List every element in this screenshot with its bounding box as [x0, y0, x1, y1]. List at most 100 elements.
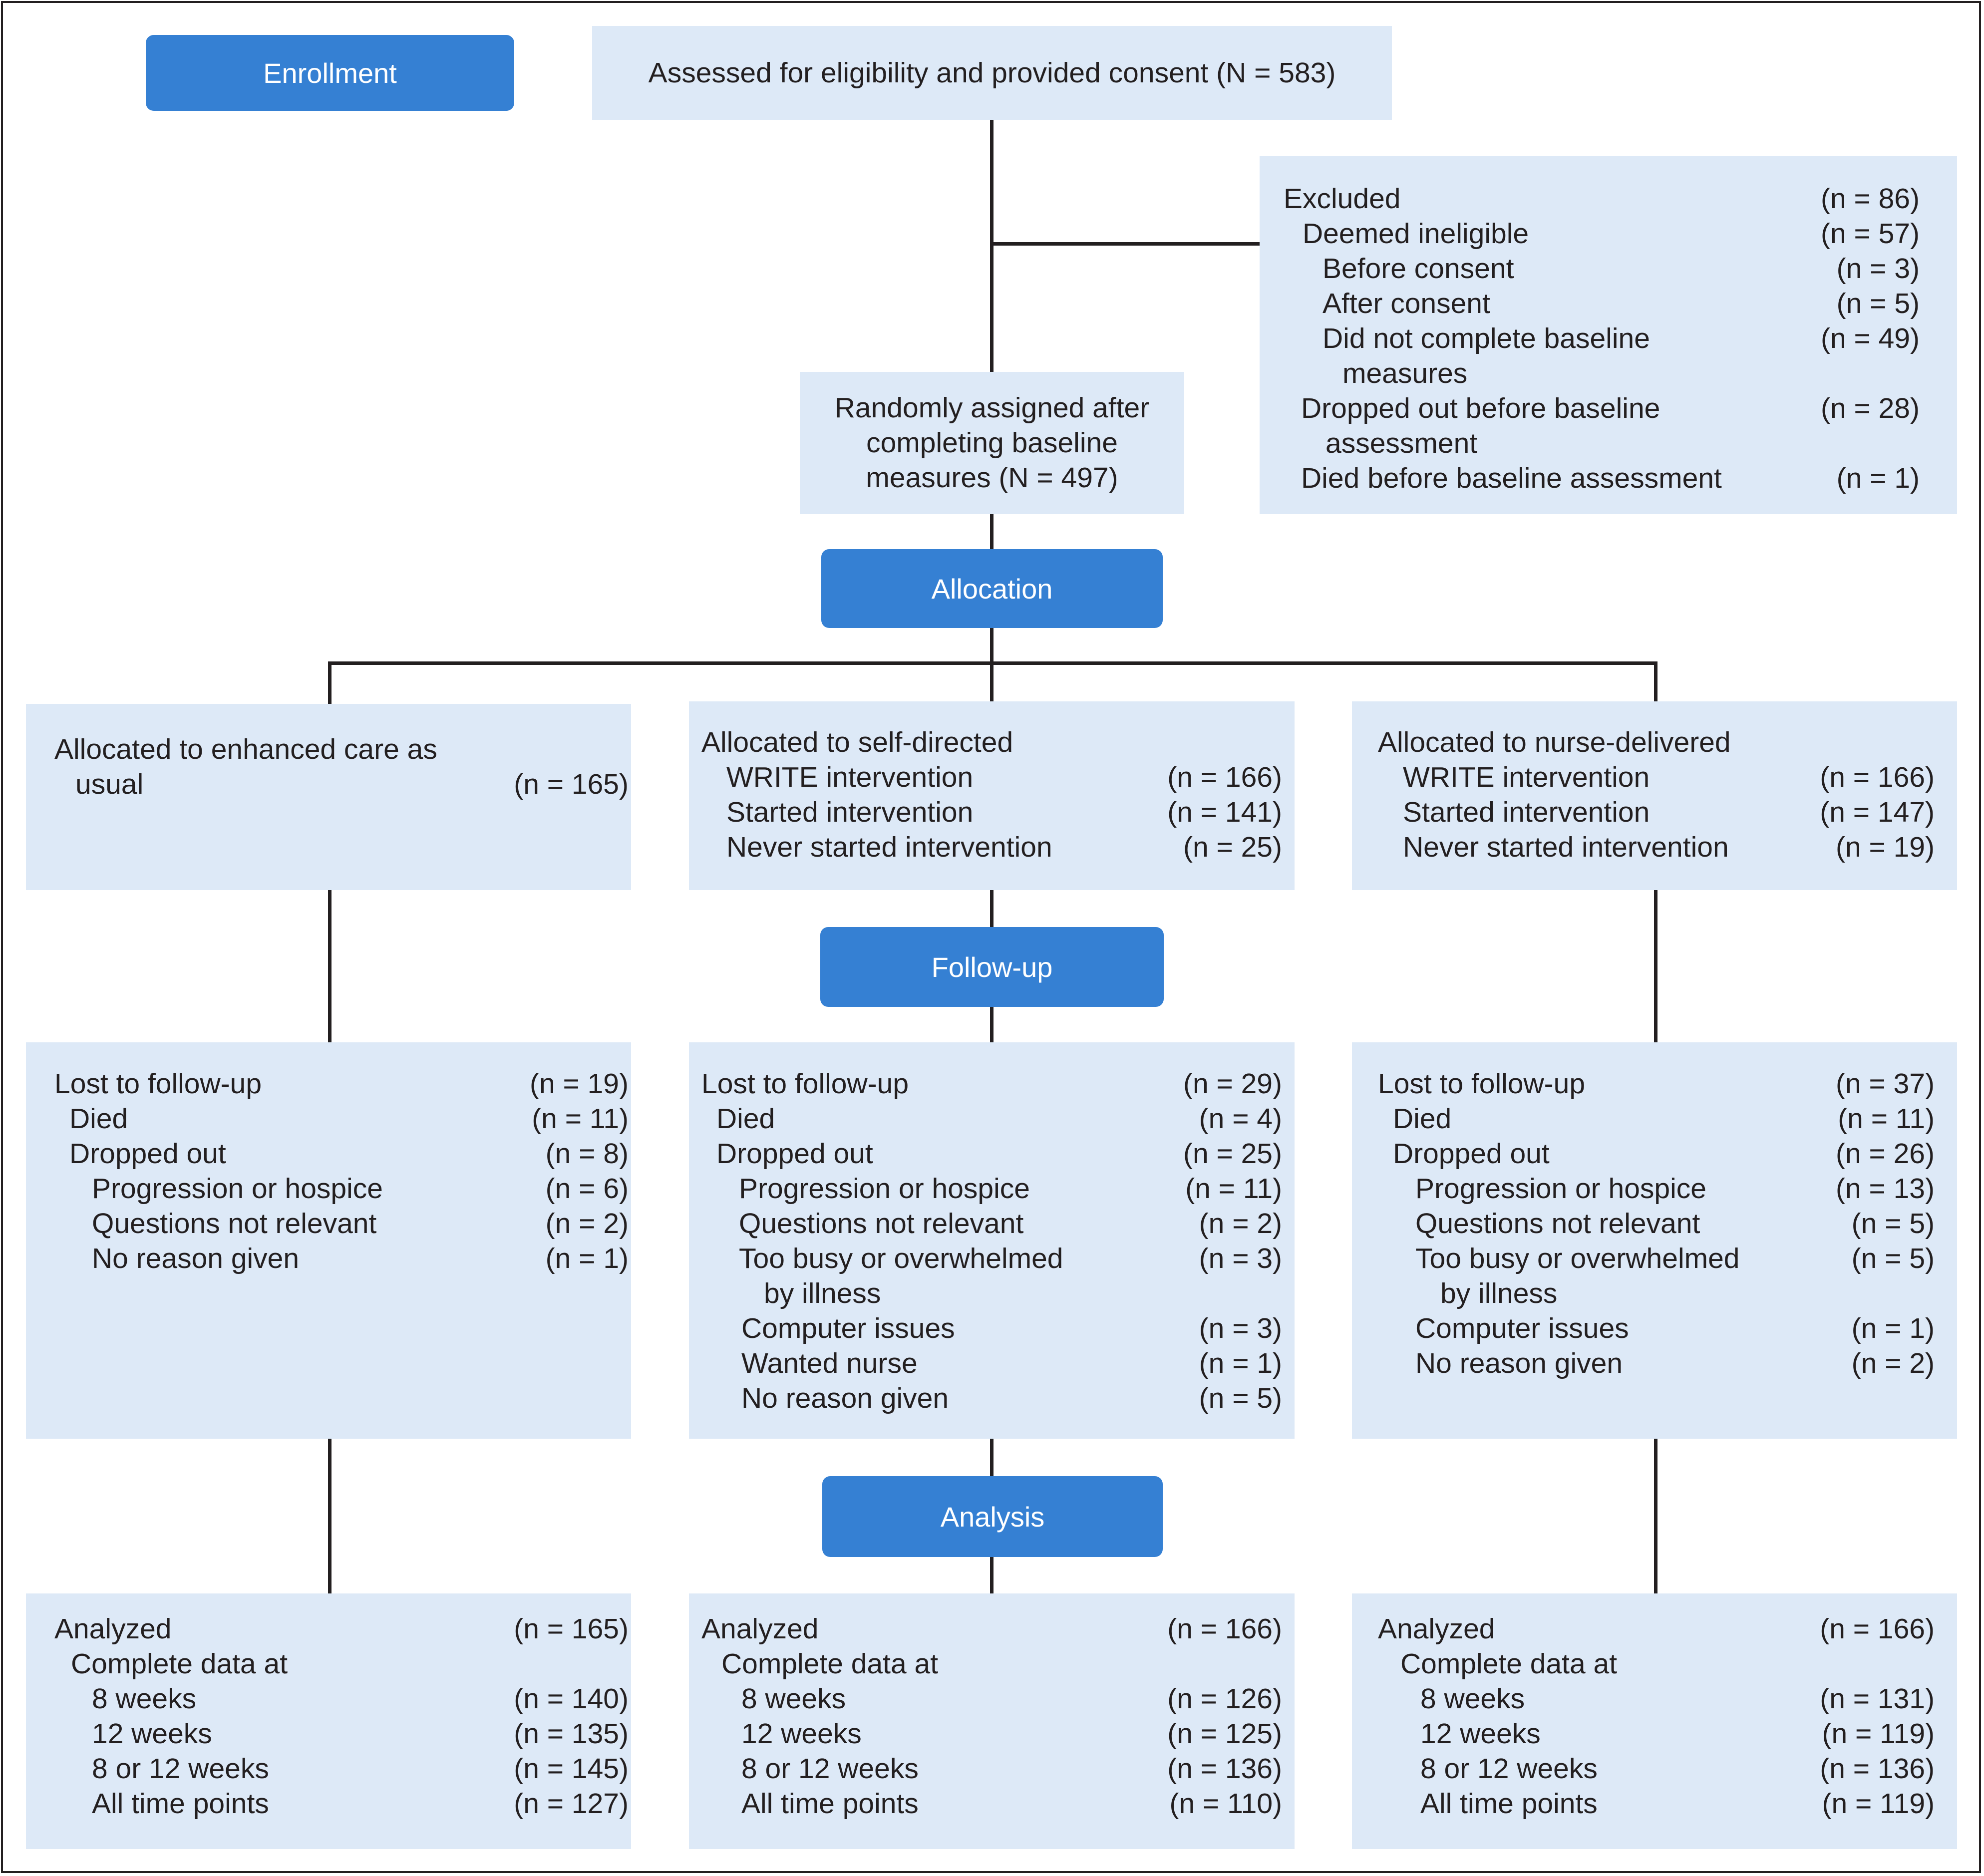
- row-count: (n = 131): [1820, 1683, 1935, 1715]
- list-item: Dropped out(n = 26): [1378, 1136, 1935, 1171]
- row-count: (n = 11): [532, 1103, 629, 1135]
- row-label: Computer issues: [1415, 1312, 1629, 1344]
- row-count: (n = 136): [1820, 1753, 1935, 1785]
- list-item: Never started intervention (n = 19): [1378, 830, 1935, 865]
- list-item: Too busy or overwhelmed(n = 3): [701, 1241, 1282, 1276]
- list-item: Died before baseline assessment(n = 1): [1284, 461, 1920, 496]
- row-count: (n = 166): [1167, 1613, 1282, 1645]
- row-label: Too busy or overwhelmed: [739, 1243, 1063, 1274]
- row-count: (n = 110): [1169, 1788, 1283, 1820]
- row-label: measures: [1342, 357, 1468, 389]
- row-label: Complete data at: [71, 1648, 288, 1680]
- row-label: by illness: [764, 1277, 881, 1309]
- list-item: Wanted nurse(n = 1): [701, 1346, 1282, 1381]
- excluded-box: Excluded(n = 86) Deemed ineligible(n = 5…: [1260, 156, 1957, 514]
- list-item: Allocated to nurse-delivered: [1378, 725, 1935, 760]
- row-label: Allocated to self-directed: [701, 726, 1013, 758]
- row-label: All time points: [92, 1788, 269, 1820]
- connector-randomized-to-allocation: [990, 514, 993, 549]
- stage-enrollment: Enrollment: [146, 35, 514, 111]
- row-label: Never started intervention: [726, 831, 1052, 863]
- row-count: (n = 57): [1820, 218, 1920, 250]
- row-label: Questions not relevant: [1415, 1208, 1700, 1240]
- analysis-middle-list: Analyzed(n = 166) Complete data at 8 wee…: [701, 1611, 1282, 1821]
- list-item: No reason given(n = 5): [701, 1381, 1282, 1416]
- list-item: All time points (n = 119): [1378, 1786, 1935, 1821]
- list-item: After consent(n = 5): [1284, 286, 1920, 321]
- randomized-line-1: Randomly assigned after: [834, 392, 1150, 424]
- row-count: (n = 11): [1185, 1173, 1282, 1205]
- list-item: Excluded(n = 86): [1284, 181, 1920, 216]
- row-label: No reason given: [1415, 1347, 1623, 1379]
- list-item: WRITE intervention (n = 166): [1378, 760, 1935, 795]
- row-label: Started intervention: [726, 796, 974, 828]
- connector-middle-allocated-to-followup-stage: [990, 890, 993, 928]
- excluded-list: Excluded(n = 86) Deemed ineligible(n = 5…: [1284, 181, 1920, 496]
- row-label: Analyzed: [701, 1613, 819, 1645]
- row-label: Progression or hospice: [92, 1173, 383, 1205]
- allocated-self-directed-box: Allocated to self-directed WRITE interve…: [689, 701, 1295, 890]
- row-label: Allocated to nurse-delivered: [1378, 726, 1731, 758]
- row-count: (n = 4): [1199, 1103, 1282, 1135]
- list-item: Analyzed (n = 166): [701, 1611, 1282, 1646]
- list-item: Dropped out(n = 8): [54, 1136, 629, 1171]
- list-item: No reason given(n = 1): [54, 1241, 629, 1276]
- row-count: (n = 166): [1820, 761, 1935, 793]
- row-label: All time points: [1420, 1788, 1598, 1820]
- followup-nurse-delivered-box: Lost to follow-up(n = 37) Died(n = 11) D…: [1352, 1042, 1957, 1439]
- row-count: (n = 1): [1836, 462, 1920, 494]
- row-label: Dropped out: [716, 1138, 873, 1170]
- list-item: Started intervention(n = 141): [701, 795, 1282, 830]
- row-label: WRITE intervention: [1403, 761, 1650, 793]
- list-item: Analyzed(n = 165): [54, 1611, 629, 1646]
- list-item: All time points (n = 110): [701, 1786, 1282, 1821]
- list-item: Analyzed(n = 166): [1378, 1611, 1935, 1646]
- list-item: Allocated to self-directed: [701, 725, 1282, 760]
- allocated-enhanced-care-box: Allocated to enhanced care as usual(n = …: [26, 704, 631, 890]
- row-count: (n = 1): [1851, 1312, 1935, 1344]
- row-label: No reason given: [741, 1382, 949, 1414]
- row-label: Died: [716, 1103, 775, 1135]
- list-item: Dropped out (n = 25): [701, 1136, 1282, 1171]
- row-label: Died: [1393, 1103, 1452, 1135]
- stage-follow-up: Follow-up: [820, 927, 1164, 1007]
- row-count: (n = 19): [1835, 831, 1935, 863]
- connector-allocation-branch: [328, 661, 1657, 665]
- list-item: 8 weeks(n = 126): [701, 1681, 1282, 1716]
- row-count: (n = 135): [514, 1718, 629, 1750]
- row-label: 8 weeks: [92, 1683, 197, 1715]
- connector-analysis-stage-to-middle: [990, 1556, 993, 1593]
- row-label: 8 weeks: [741, 1683, 846, 1715]
- row-count: (n = 49): [1820, 322, 1920, 354]
- list-item: measures: [1284, 356, 1920, 391]
- row-label: 8 or 12 weeks: [741, 1753, 919, 1785]
- row-label: Progression or hospice: [1415, 1173, 1706, 1205]
- row-count: (n = 25): [1183, 1138, 1282, 1170]
- allocated-left-list: Allocated to enhanced care as usual(n = …: [54, 732, 629, 802]
- randomized-text: Randomly assigned after completing basel…: [800, 390, 1184, 495]
- row-label: Started intervention: [1403, 796, 1650, 828]
- allocated-middle-list: Allocated to self-directed WRITE interve…: [701, 725, 1282, 865]
- followup-enhanced-care-box: Lost to follow-up(n = 19) Died(n = 11) D…: [26, 1042, 631, 1439]
- list-item: Questions not relevant(n = 2): [54, 1206, 629, 1241]
- list-item: Complete data at: [54, 1646, 629, 1681]
- row-count: (n = 29): [1183, 1068, 1282, 1100]
- row-label: assessment: [1325, 427, 1478, 459]
- list-item: Computer issues(n = 3): [701, 1311, 1282, 1346]
- list-item: No reason given(n = 2): [1378, 1346, 1935, 1381]
- followup-self-directed-box: Lost to follow-up(n = 29) Died (n = 4) Dr…: [689, 1042, 1295, 1439]
- list-item: Lost to follow-up(n = 29): [701, 1066, 1282, 1101]
- assessed-box: Assessed for eligibility and provided co…: [592, 26, 1392, 120]
- row-label: Questions not relevant: [92, 1208, 377, 1240]
- row-label: Lost to follow-up: [54, 1068, 262, 1100]
- randomized-line-3: measures (N = 497): [866, 462, 1118, 494]
- row-label: Never started intervention: [1403, 831, 1729, 863]
- list-item: 8 weeks(n = 140): [54, 1681, 629, 1716]
- row-count: (n = 119): [1822, 1788, 1935, 1820]
- row-label: Before consent: [1323, 253, 1514, 285]
- row-label: All time points: [741, 1788, 919, 1820]
- row-label: Wanted nurse: [741, 1347, 918, 1379]
- row-label: 12 weeks: [1420, 1718, 1541, 1750]
- list-item: assessment: [1284, 426, 1920, 461]
